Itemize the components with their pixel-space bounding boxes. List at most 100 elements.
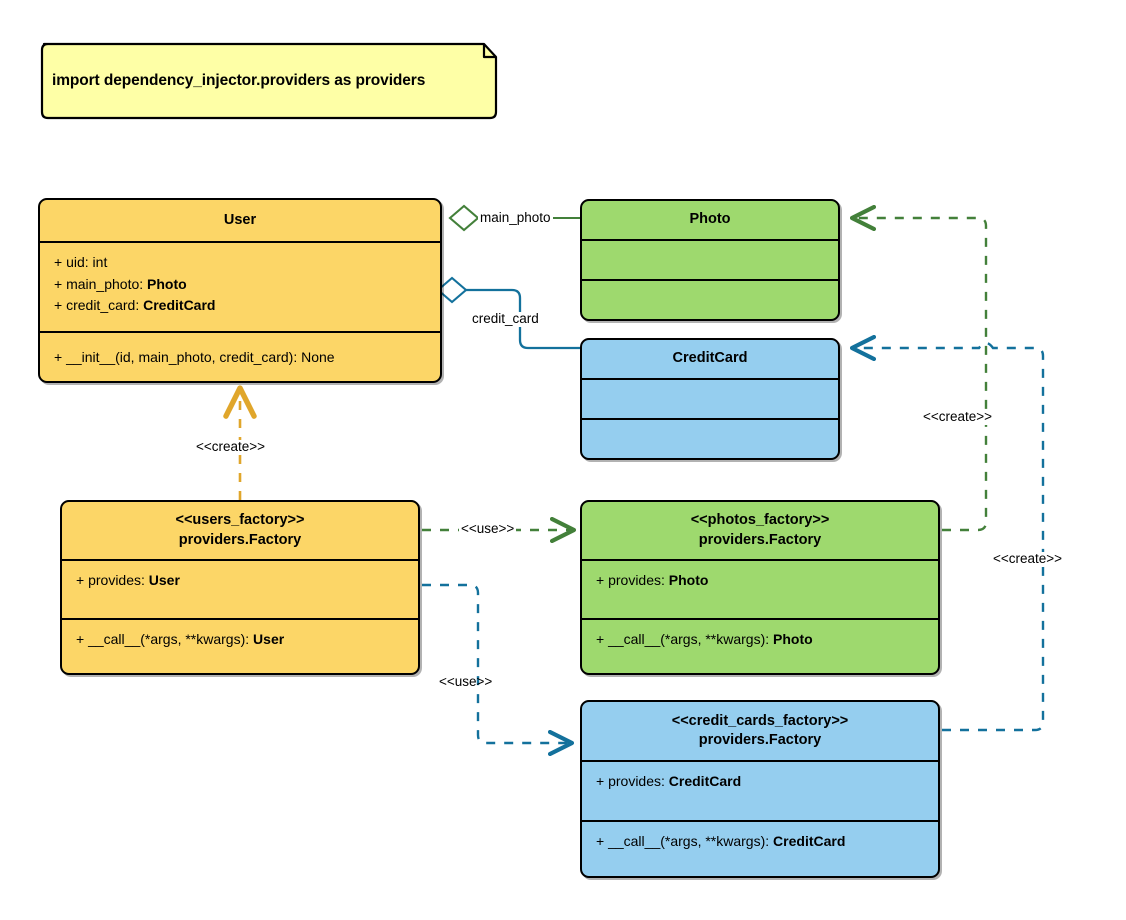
class-box-creditcard[interactable]: CreditCard [580,338,840,460]
method-return: CreditCard [773,833,846,849]
divider [582,239,838,241]
class-box-photos-factory[interactable]: <<photos_factory>> providers.Factory + p… [580,500,940,675]
aggregation-diamond-credit-card [436,276,468,304]
class-header-credit-cards-factory: <<credit_cards_factory>> providers.Facto… [582,702,938,760]
class-attributes-users-factory: + provides: User [62,561,418,618]
divider [582,559,938,561]
attr-visibility: + [76,572,85,588]
class-attributes-photo [582,241,838,279]
attr-type: User [148,572,180,588]
attr-visibility: + [596,773,605,789]
attr-visibility: + [54,254,63,270]
method-visibility: + [596,631,605,647]
class-stereotype-credit-cards-factory: <<credit_cards_factory>> [671,712,849,729]
class-name-users-factory: providers.Factory [178,531,302,548]
class-methods-credit-cards-factory: + __call__(*args, **kwargs): CreditCard [582,822,938,876]
attr-name: credit_card [66,297,136,314]
class-box-users-factory[interactable]: <<users_factory>> providers.Factory + pr… [60,500,420,675]
edge-label-create-user: <<create>> [194,439,268,455]
method-return: User [253,631,285,647]
class-attributes-credit-cards-factory: + provides: CreditCard [582,762,938,820]
divider [62,618,418,620]
class-box-credit-cards-factory[interactable]: <<credit_cards_factory>> providers.Facto… [580,700,940,878]
method-row: + __call__(*args, **kwargs): User [76,631,285,647]
class-attributes-creditcard [582,380,838,418]
class-box-photo[interactable]: Photo [580,199,840,321]
method-row: + __call__(*args, **kwargs): CreditCard [596,833,846,849]
class-header-creditcard: CreditCard [582,340,838,378]
attr-name: provides [88,572,141,588]
edge-label-create-photo: <<create>> [921,409,995,425]
attribute-row: + provides: CreditCard [596,773,742,789]
class-methods-photos-factory: + __call__(*args, **kwargs): Photo [582,620,938,673]
edge-label-use-cards: <<use>> [439,674,493,689]
attr-type: int [92,254,108,270]
divider [582,618,938,620]
method-row: + __call__(*args, **kwargs): Photo [596,631,813,647]
edge-label-main-photo: main_photo [478,210,553,226]
class-attributes-photos-factory: + provides: Photo [582,561,938,618]
attribute-row: + provides: User [76,572,180,588]
edge-line-use-cards [422,583,575,757]
edge-photosfactory-photo [849,204,988,532]
edge-label-create-card: <<create>> [991,551,1065,567]
method-row: + __init__(id, main_photo, credit_card):… [54,349,335,366]
attr-visibility: + [596,572,605,588]
divider [582,760,938,762]
class-name-user: User [223,211,257,228]
class-methods-photo [582,281,838,319]
attr-name: provides [608,773,661,789]
attr-visibility: + [54,275,63,292]
attr-type: Photo [668,572,709,588]
edge-line-create-card-right [942,346,1045,732]
attribute-row: + uid: int [54,254,108,270]
method-return: None [301,349,335,366]
aggregation-diamond-main-photo [448,204,480,232]
class-name-credit-cards-factory: providers.Factory [698,732,822,748]
divider [582,378,838,380]
class-box-user[interactable]: User + uid: int + main_photo: Photo + cr… [38,198,442,383]
method-return: Photo [773,631,813,647]
class-methods-user: + __init__(id, main_photo, credit_card):… [40,333,440,381]
import-note: import dependency_injector.providers as … [38,40,502,122]
method-signature: __call__(*args, **kwargs) [608,631,766,647]
attr-visibility: + [54,297,63,314]
class-methods-users-factory: + __call__(*args, **kwargs): User [62,620,418,673]
attr-type: CreditCard [143,297,216,314]
class-header-users-factory: <<users_factory>> providers.Factory [62,502,418,559]
method-signature: __call__(*args, **kwargs) [608,833,766,849]
edge-line-create-card-hop [849,334,995,362]
class-header-photo: Photo [582,201,838,239]
note-shape [40,42,498,120]
edge-label-credit-card: credit_card [470,311,541,327]
class-stereotype-users-factory: <<users_factory>> [175,512,305,529]
divider [62,559,418,561]
divider [40,241,440,243]
class-name-photos-factory: providers.Factory [698,531,822,548]
divider [40,331,440,333]
divider [582,279,838,281]
edge-usersfactory-cardsfactory [422,583,575,757]
class-name-creditcard: CreditCard [672,350,748,367]
class-header-user: User [40,200,440,241]
divider [582,820,938,822]
attr-name: main_photo [66,275,140,292]
class-methods-creditcard [582,420,838,458]
method-signature: __init__(id, main_photo, credit_card) [66,349,294,366]
class-stereotype-photos-factory: <<photos_factory>> [690,512,830,529]
class-attributes-user: + uid: int + main_photo: Photo + credit_… [40,243,440,331]
attr-name: uid [66,254,85,270]
method-signature: __call__(*args, **kwargs) [88,631,246,647]
class-name-photo: Photo [689,211,731,228]
attribute-row: + credit_card: CreditCard [54,297,216,314]
edge-line-create-photo [849,204,988,532]
method-visibility: + [76,631,85,647]
attr-type: CreditCard [668,773,742,789]
method-visibility: + [54,349,63,366]
attr-type: Photo [147,275,187,292]
class-header-photos-factory: <<photos_factory>> providers.Factory [582,502,938,559]
method-visibility: + [596,833,605,849]
divider [582,418,838,420]
